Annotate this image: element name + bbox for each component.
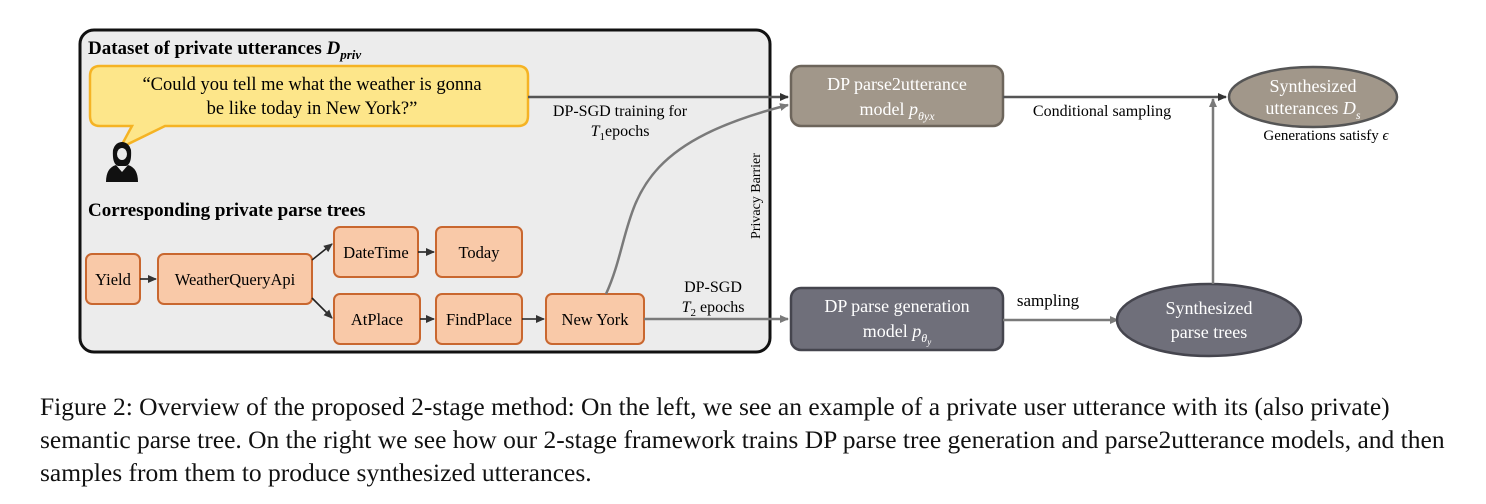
node-today-label: Today	[458, 243, 500, 262]
person-icon	[106, 142, 138, 182]
node-yield-label: Yield	[95, 270, 131, 289]
parse-tree: Yield WeatherQueryApi DateTime Today AtP…	[85, 226, 645, 345]
node-today	[435, 226, 523, 278]
train1-label-1: DP-SGD training for	[553, 103, 688, 120]
synth-trees-ellipse	[1115, 282, 1303, 358]
gen-model-line-1: DP parse generation	[824, 296, 969, 316]
edge-weather-atplace	[311, 297, 333, 319]
node-weather	[157, 253, 313, 305]
arrow-tree-to-p2u	[604, 103, 789, 295]
gen-model-line-2: model pθy	[863, 321, 931, 347]
synth-trees-line-2: parse trees	[1171, 322, 1247, 342]
cond-sampling-label: Conditional sampling	[1033, 103, 1171, 120]
synth-utterances-line-2: utterances Ds	[1265, 98, 1360, 122]
utterance-bubble	[88, 64, 530, 151]
synth-trees-line-1: Synthesized	[1166, 298, 1253, 318]
synth-utterances-ellipse	[1227, 65, 1399, 129]
sampling-label: sampling	[1017, 291, 1080, 310]
satisfy-label: Generations satisfy ϵ	[1263, 128, 1389, 144]
synth-utterances-line-1: Synthesized	[1270, 76, 1357, 96]
node-atplace-label: AtPlace	[351, 310, 403, 329]
node-weather-label: WeatherQueryApi	[175, 270, 296, 289]
train1-label-2: T1epochs	[591, 123, 650, 143]
overview-diagram: Dataset of private utterances Dpriv “Cou…	[78, 28, 1399, 358]
dataset-title: Dataset of private utterances Dpriv	[88, 38, 361, 62]
utterance-line-2: be like today in New York?”	[207, 99, 418, 119]
node-newyork-label: New York	[562, 310, 630, 329]
edge-weather-datetime	[311, 243, 333, 261]
parse-trees-title: Corresponding private parse trees	[88, 200, 365, 221]
train2-label-1: DP-SGD	[684, 279, 742, 296]
train2-label-2: T2 epochs	[682, 299, 745, 319]
utterance-line-1: “Could you tell me what the weather is g…	[142, 75, 481, 95]
figure-caption: Figure 2: Overview of the proposed 2-sta…	[40, 392, 1445, 487]
p2u-model-line-1: DP parse2utterance	[827, 74, 967, 94]
p2u-model-line-2: model pθyx	[859, 99, 935, 123]
node-datetime-label: DateTime	[343, 243, 408, 262]
node-findplace-label: FindPlace	[446, 310, 512, 329]
privacy-barrier-label: Privacy Barrier	[749, 153, 764, 239]
